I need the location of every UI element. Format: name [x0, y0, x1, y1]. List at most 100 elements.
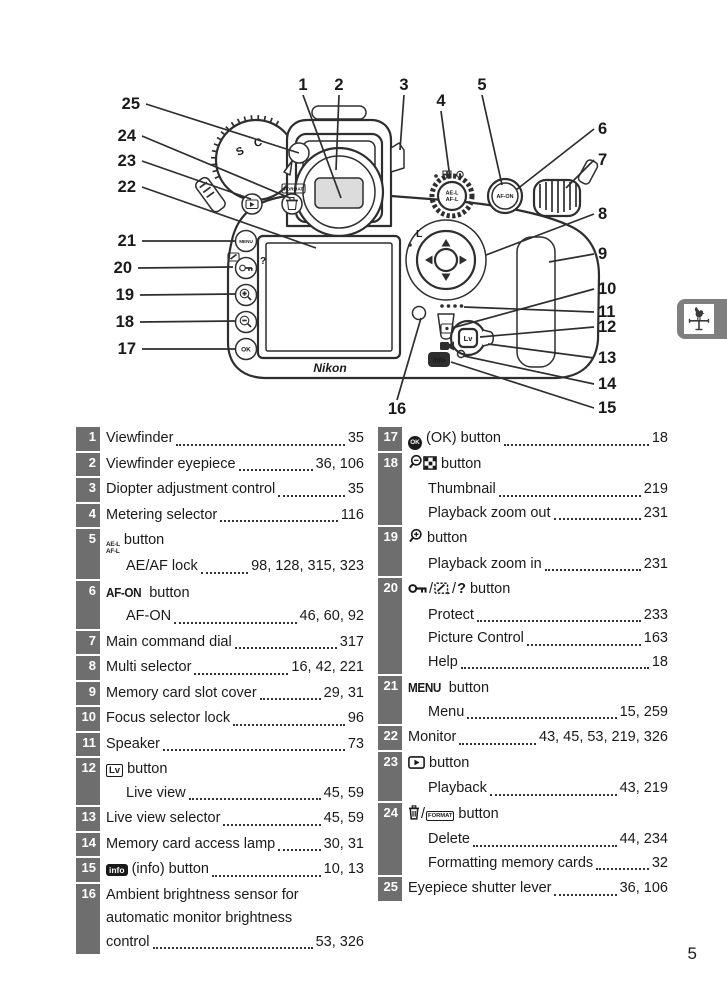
item-number: 14: [76, 832, 100, 856]
item-number: 4: [76, 503, 100, 527]
item-label: AF-ON: [126, 605, 171, 629]
callout-line-6: [515, 128, 595, 191]
page-ref: 96: [347, 710, 364, 726]
callout-number-22: 22: [118, 178, 136, 196]
label-text: Menu: [428, 703, 465, 720]
item-label: Monitor: [408, 726, 456, 750]
page-ref: 45, 59: [323, 810, 364, 826]
item-label: Menu: [428, 701, 464, 725]
callout-number-20: 20: [114, 259, 132, 277]
item-label: Speaker: [106, 733, 160, 757]
label-text: Eyepiece shutter lever: [408, 880, 552, 896]
label-text: Playback zoom in: [428, 555, 542, 572]
label-text: Picture Control: [428, 630, 524, 646]
eyepiece-shutter-lever: [283, 142, 310, 176]
svg-text:Lv: Lv: [464, 334, 474, 343]
item-body: OK (OK) button 18: [402, 427, 668, 451]
page-ref: 116: [340, 506, 364, 523]
callout-number-3: 3: [399, 76, 408, 94]
af-on-icon: AF-ON: [106, 584, 142, 600]
item-label: OK (OK) button: [408, 427, 501, 451]
item-label: Delete: [428, 828, 470, 852]
callout-number-6: 6: [598, 120, 607, 138]
memory-card-access-lamp: [456, 349, 466, 359]
callout-line-24: [141, 135, 291, 199]
label-text: (OK) button: [422, 430, 501, 446]
list-row: automatic monitor brightness: [106, 907, 364, 931]
item-number: 5: [76, 529, 100, 579]
item-label: MENU button: [408, 676, 489, 701]
help-icon: ?: [457, 581, 466, 597]
protect-picture-control-help-button: ?: [227, 252, 266, 280]
thumbnail-icon: [423, 455, 437, 479]
item-number: 23: [378, 751, 402, 801]
label-text: Viewfinder eyepiece: [106, 455, 236, 472]
callout-line-2: [335, 94, 340, 171]
dotted-leader: [176, 443, 345, 446]
callout-number-16: 16: [388, 400, 406, 418]
svg-text:OK: OK: [241, 347, 251, 354]
item-label: Playback zoom in: [428, 553, 542, 577]
ok-icon: OK: [408, 435, 422, 450]
item-label: Viewfinder: [106, 427, 173, 451]
label-text: button: [145, 584, 190, 601]
key-icon: [408, 580, 428, 604]
label-text: button: [454, 805, 499, 822]
dotted-leader: [220, 520, 338, 522]
page-ref: 18: [651, 430, 668, 446]
item-label: automatic monitor brightness: [106, 907, 292, 931]
callout-number-24: 24: [118, 127, 137, 145]
dotted-leader: [476, 620, 641, 622]
item-label: AF-ON button: [106, 581, 190, 606]
item-label: Metering selector: [106, 504, 217, 528]
item-number: 19: [378, 527, 402, 576]
lock-label: L: [416, 228, 423, 240]
label-text: Playback zoom out: [428, 504, 551, 521]
item-number: 16: [76, 883, 100, 954]
item-body: Metering selector 116: [100, 504, 364, 528]
strap-lug-right: [577, 159, 599, 185]
menu-button: MENU: [234, 229, 258, 253]
dotted-leader: [163, 749, 345, 751]
callout-line-15: [450, 361, 595, 409]
dotted-leader: [498, 494, 641, 497]
label-text: button: [423, 530, 468, 546]
label-text: Memory card slot cover: [106, 684, 257, 701]
item-number: 8: [76, 656, 100, 680]
item-label: Diopter adjustment control: [106, 478, 275, 502]
item-number: 15: [76, 858, 100, 882]
item-number: 3: [76, 478, 100, 502]
label-text: Delete: [428, 831, 470, 847]
item-label: Multi selector: [106, 656, 191, 680]
label-text: Main command dial: [106, 633, 232, 650]
label-text: button: [444, 680, 490, 696]
svg-text:AF-ON: AF-ON: [496, 194, 513, 200]
label-text: (info) button: [127, 861, 209, 877]
separator: /: [421, 805, 426, 822]
page-ref: 231: [643, 504, 668, 521]
svg-text:C: C: [253, 136, 264, 150]
page-ref: 43, 219: [619, 780, 668, 796]
list-row: Metering selector 116: [106, 504, 364, 528]
item-number: 18: [378, 452, 402, 525]
page-ref: 45, 59: [323, 784, 364, 801]
af-on-button: AF-ON: [486, 177, 524, 215]
dotted-leader: [212, 874, 321, 877]
